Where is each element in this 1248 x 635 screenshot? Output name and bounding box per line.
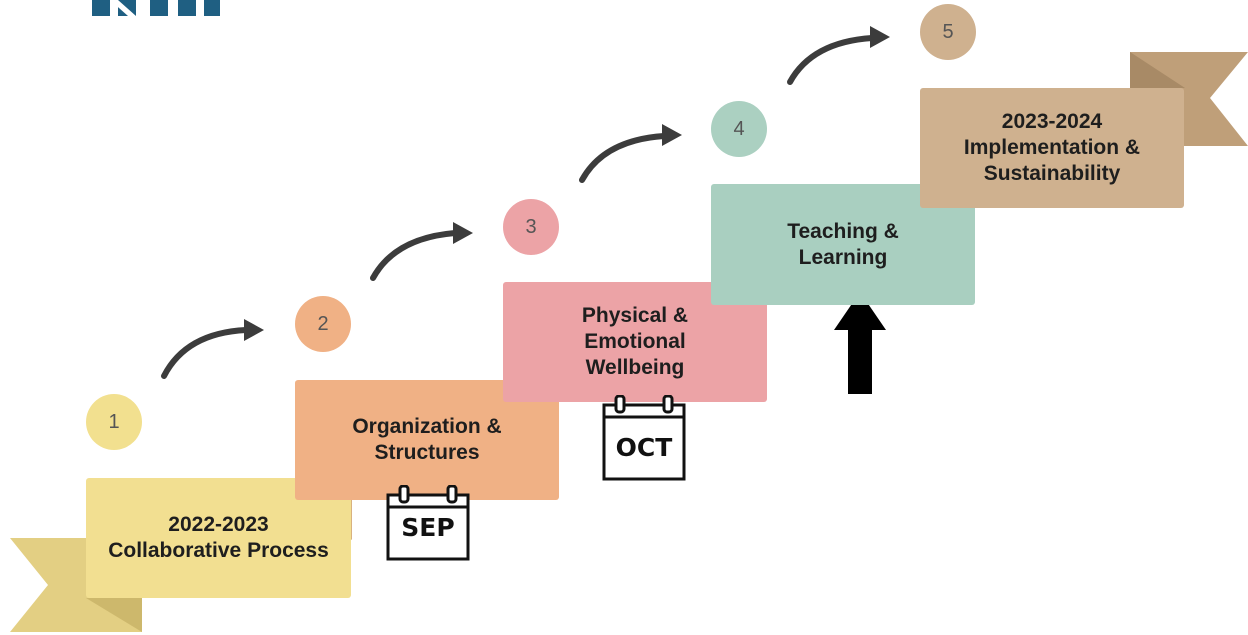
step-card-1: 2022-2023 Collaborative Process (86, 478, 351, 598)
up-arrow-icon (834, 292, 886, 394)
calendar-icon: OCT (602, 395, 686, 481)
step-label-2: Organization & Structures (352, 415, 502, 464)
step-number-5-text: 5 (942, 20, 954, 43)
step-number-4-text: 4 (733, 117, 745, 140)
step-label-5: 2023-2024 Implementation & Sustainabilit… (963, 110, 1141, 185)
step-number-3: 3 (503, 199, 559, 255)
step-number-2-text: 2 (317, 312, 329, 335)
step-number-3-text: 3 (525, 215, 537, 238)
step-number-1-text: 1 (108, 410, 120, 433)
step-card-5: 2023-2024 Implementation & Sustainabilit… (920, 88, 1184, 208)
step-label-1: 2022-2023 Collaborative Process (108, 513, 329, 562)
step-number-1: 1 (86, 394, 142, 450)
curved-arrow-icon (579, 133, 667, 183)
curved-arrow-icon (161, 327, 249, 379)
calendar-month-label: OCT (615, 433, 673, 462)
step-label-4: Teaching & Learning (787, 219, 899, 269)
calendar-icon: SEP (386, 485, 470, 561)
curved-arrow-icon (370, 230, 458, 281)
curved-arrow-icon (787, 35, 875, 85)
step-number-4: 4 (711, 101, 767, 157)
calendar-month-label: SEP (401, 513, 455, 542)
step-number-5: 5 (920, 4, 976, 60)
step-label-3: Physical & Emotional Wellbeing (581, 304, 689, 379)
step-number-2: 2 (295, 296, 351, 352)
logo (92, 0, 220, 16)
